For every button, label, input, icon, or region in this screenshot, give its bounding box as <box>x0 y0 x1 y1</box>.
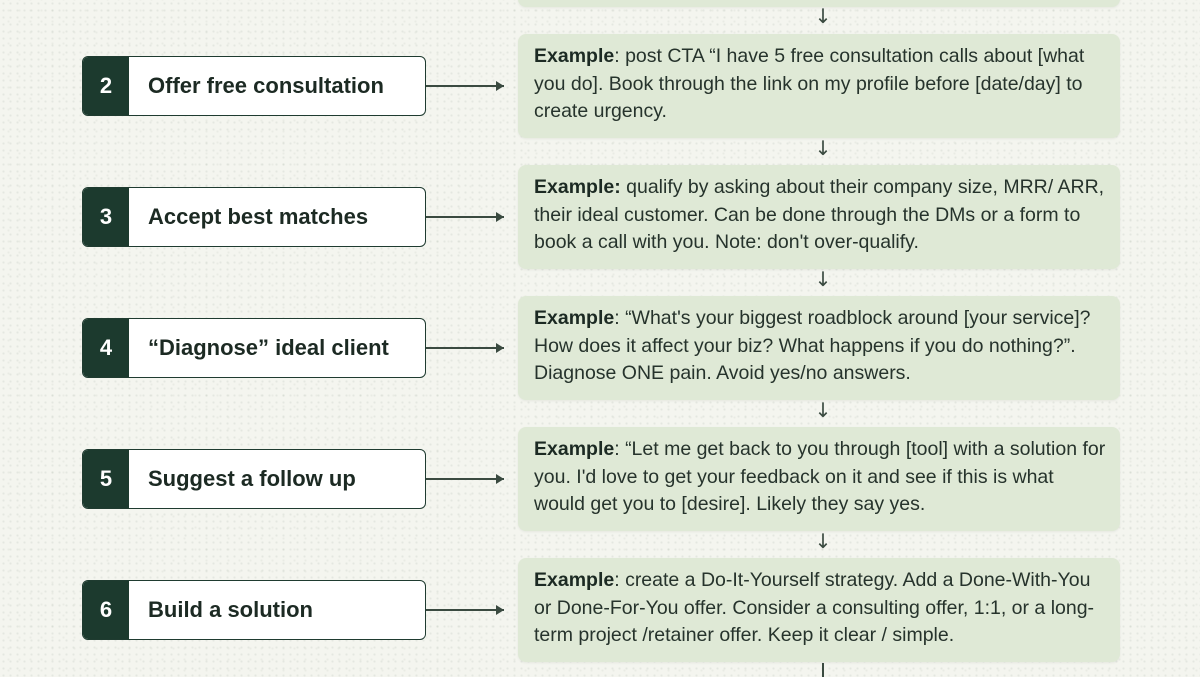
step-title: Build a solution <box>148 597 313 622</box>
connector-line <box>426 216 504 218</box>
step-number: 3 <box>83 188 129 246</box>
step-number: 5 <box>83 450 129 508</box>
step-box: 4 “Diagnose” ideal client <box>82 318 426 378</box>
example-text: “What's your biggest roadblock around [y… <box>534 307 1091 384</box>
step-number: 6 <box>83 581 129 639</box>
example-text: “Let me get back to you through [tool] w… <box>534 438 1106 515</box>
right-arrow-icon <box>496 81 504 91</box>
example-label: Example <box>534 569 615 591</box>
step-row-5: 5 Suggest a follow up Example: “Let me g… <box>0 427 1200 531</box>
previous-example-card <box>518 0 1120 7</box>
connector-line <box>426 85 504 87</box>
example-separator: : <box>614 438 626 460</box>
down-arrow-icon: ↓ <box>814 267 832 291</box>
example-text: qualify by asking about their company si… <box>534 176 1105 253</box>
right-arrow-icon <box>496 343 504 353</box>
example-text: post CTA “I have 5 free consultation cal… <box>534 45 1085 122</box>
connector-line <box>426 609 504 611</box>
step-box: 6 Build a solution <box>82 580 426 640</box>
example-card: Example: post CTA “I have 5 free consult… <box>518 34 1120 138</box>
example-separator: : <box>614 45 626 67</box>
connector-line <box>426 478 504 480</box>
example-label: Example <box>534 307 615 329</box>
step-row-3: 3 Accept best matches Example: qualify b… <box>0 165 1200 269</box>
example-card: Example: “Let me get back to you through… <box>518 427 1120 531</box>
example-card: Example: qualify by asking about their c… <box>518 165 1120 269</box>
step-box: 2 Offer free consultation <box>82 56 426 116</box>
step-box: 5 Suggest a follow up <box>82 449 426 509</box>
right-arrow-icon <box>496 474 504 484</box>
step-number: 2 <box>83 57 129 115</box>
flow-continuation-line <box>822 663 824 677</box>
step-row-4: 4 “Diagnose” ideal client Example: “What… <box>0 296 1200 400</box>
down-arrow-icon: ↓ <box>814 529 832 553</box>
connector-line <box>426 347 504 349</box>
step-title: Accept best matches <box>148 204 369 229</box>
step-box: 3 Accept best matches <box>82 187 426 247</box>
down-arrow-icon: ↓ <box>814 4 832 28</box>
example-separator: : <box>614 307 626 329</box>
down-arrow-icon: ↓ <box>814 398 832 422</box>
example-text: create a Do-It-Yourself strategy. Add a … <box>534 569 1095 646</box>
step-title: “Diagnose” ideal client <box>148 335 389 360</box>
step-row-6: 6 Build a solution Example: create a Do-… <box>0 558 1200 662</box>
step-row-2: 2 Offer free consultation Example: post … <box>0 34 1200 138</box>
example-card: Example: “What's your biggest roadblock … <box>518 296 1120 400</box>
example-card: Example: create a Do-It-Yourself strateg… <box>518 558 1120 662</box>
right-arrow-icon <box>496 605 504 615</box>
down-arrow-icon: ↓ <box>814 136 832 160</box>
example-label: Example <box>534 45 615 67</box>
example-label: Example <box>534 438 615 460</box>
step-title: Offer free consultation <box>148 73 384 98</box>
step-number: 4 <box>83 319 129 377</box>
step-title: Suggest a follow up <box>148 466 356 491</box>
example-separator: : <box>614 569 626 591</box>
right-arrow-icon <box>496 212 504 222</box>
example-label: Example: <box>534 176 621 198</box>
